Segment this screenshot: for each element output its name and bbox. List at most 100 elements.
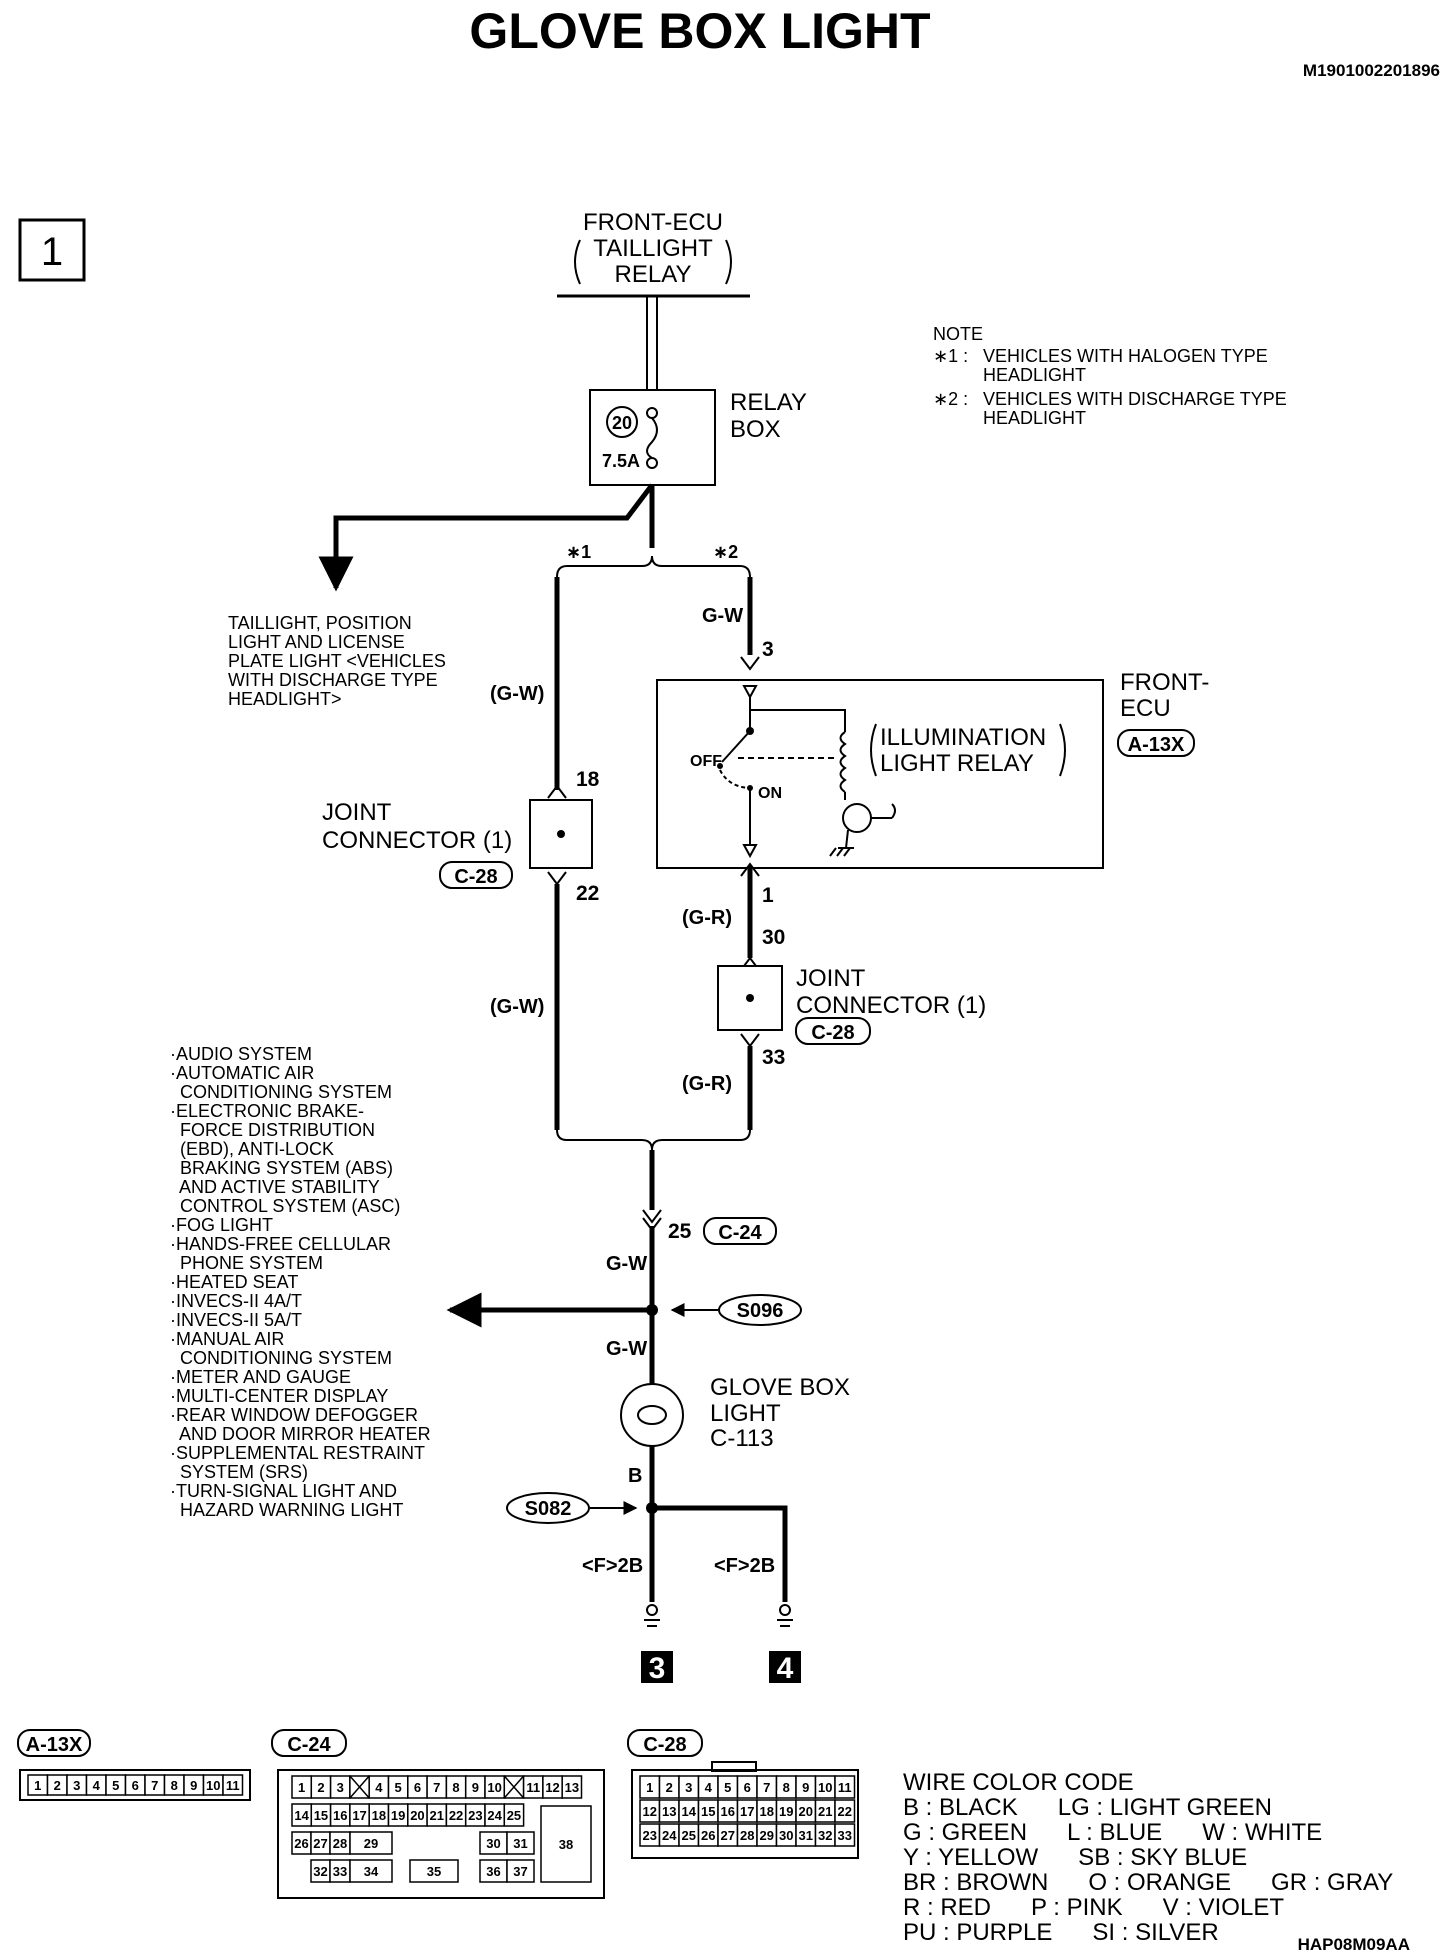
connector-pin-label: 21 — [430, 1808, 444, 1823]
connector-pin-label: 3 — [73, 1778, 80, 1793]
pin-18: 18 — [576, 768, 600, 791]
connector-cell — [540, 1805, 592, 1883]
pin-3: 3 — [762, 638, 774, 661]
color-code-row: G : GREEN L : BLUE W : WHITE — [903, 1819, 1322, 1846]
relay-label-1: ILLUMINATION — [880, 724, 1046, 751]
a13x-label: A-13X — [26, 1734, 83, 1756]
connector-pin-label: 1 — [34, 1778, 41, 1793]
front-ecu-label-2: ECU — [1120, 695, 1171, 722]
glove-light-label-2: LIGHT — [710, 1400, 781, 1427]
ecu-output-terminal — [742, 844, 758, 859]
relay-left-paren — [870, 723, 877, 777]
joint-left-label-2: CONNECTOR (1) — [322, 827, 512, 854]
system-list-item: CONTROL SYSTEM (ASC) — [170, 1196, 400, 1216]
system-list-item: BRAKING SYSTEM (ABS) — [170, 1158, 393, 1178]
connector-pin-label: 28 — [333, 1836, 347, 1851]
connector-pin-label: 14 — [294, 1808, 309, 1823]
connector-pin-label: 8 — [452, 1780, 459, 1795]
wire-color-gr-1: (G-R) — [682, 907, 732, 929]
pin-1: 1 — [762, 884, 774, 907]
relay-right-paren — [1059, 723, 1066, 777]
switch-blade — [721, 730, 751, 763]
front-ecu-code-box — [1117, 729, 1195, 757]
transistor-ground-wire — [845, 829, 849, 849]
connector-cell — [349, 1859, 393, 1883]
page-title: GLOVE BOX LIGHT — [469, 3, 930, 59]
connector-pin-label: 12 — [545, 1780, 559, 1795]
connector-pin-label: 23 — [643, 1828, 657, 1843]
connector-pin-label: 5 — [112, 1778, 119, 1793]
c24-label: C-24 — [287, 1734, 331, 1756]
connector-pin-label: 11 — [526, 1780, 540, 1795]
connector-pin-label: 31 — [513, 1836, 527, 1851]
transistor-base-tail — [891, 803, 896, 819]
connector-pin-label: 12 — [643, 1804, 657, 1819]
connector-cell — [834, 1823, 856, 1847]
branch-mark-1: ∗1 — [566, 542, 591, 562]
glove-light-label-3: C-113 — [710, 1425, 774, 1452]
wire-color-f2b-left: <F>2B — [582, 1555, 643, 1577]
a13x-label-box — [17, 1729, 91, 1757]
splice-s096-label: S096 — [737, 1300, 784, 1322]
note-1-mark: ∗1 : — [933, 346, 968, 366]
connector-pin-label: 20 — [410, 1808, 424, 1823]
connector-pin-label: 7 — [433, 1780, 440, 1795]
connector-pin-label: 15 — [314, 1808, 328, 1823]
switch-on-arc — [719, 769, 749, 789]
wire-color-gw-right: G-W — [702, 605, 743, 627]
connector-pin-label: 13 — [565, 1780, 579, 1795]
connector-pin-label: 7 — [763, 1780, 770, 1795]
system-list-item: ·FOG LIGHT — [170, 1215, 273, 1235]
wire-color-f2b-right: <F>2B — [714, 1555, 775, 1577]
c24-housing — [277, 1769, 605, 1899]
system-list-item: ·METER AND GAUGE — [170, 1367, 351, 1387]
source-line2: TAILLIGHT — [593, 235, 713, 262]
system-list-item: ·AUTOMATIC AIR — [170, 1063, 314, 1083]
connector-pin-label: 35 — [427, 1864, 441, 1879]
system-list-item: FORCE DISTRIBUTION — [170, 1120, 375, 1140]
pin-3-marker — [740, 656, 760, 671]
joint-right-code: C-28 — [811, 1022, 854, 1044]
system-list-item: ·REAR WINDOW DEFOGGER — [170, 1405, 418, 1425]
connector-cell-blank — [503, 1775, 525, 1799]
color-code-row: R : RED P : PINK V : VIOLET — [903, 1894, 1284, 1921]
joint-right-label-2: CONNECTOR (1) — [796, 992, 986, 1019]
taillight-branch-wire — [318, 483, 654, 592]
ecu-coil-feed — [750, 709, 846, 732]
connector-pin-label: 16 — [333, 1808, 347, 1823]
connector-cell — [834, 1775, 856, 1799]
joint-right-node — [746, 994, 754, 1002]
connector-pin-label: 27 — [313, 1836, 327, 1851]
figure-code: HAP08M09AA — [1298, 1935, 1410, 1954]
connector-pin-label: 13 — [662, 1804, 676, 1819]
connector-pin-label: 3 — [337, 1780, 344, 1795]
connector-pin-label: 26 — [294, 1836, 308, 1851]
fuse-terminal-bottom — [646, 457, 658, 469]
system-list-item: ·HANDS-FREE CELLULAR — [170, 1234, 391, 1254]
system-list-item: AND DOOR MIRROR HEATER — [170, 1424, 431, 1444]
c24-code-box — [703, 1217, 777, 1245]
connector-pin-label: 17 — [740, 1804, 754, 1819]
system-list-item: ·HEATED SEAT — [170, 1272, 298, 1292]
connector-pin-label: 2 — [317, 1780, 324, 1795]
glove-box-lamp-icon — [620, 1383, 684, 1447]
ground-ref-4-box — [769, 1651, 801, 1683]
c28-label-box — [627, 1729, 703, 1757]
front-ecu-label-1: FRONT- — [1120, 669, 1209, 696]
document-code: M1901002201896 — [1303, 61, 1440, 80]
system-list-item: ·SUPPLEMENTAL RESTRAINT — [170, 1443, 425, 1463]
connector-pin-label: 8 — [171, 1778, 178, 1793]
connector-pin-label: 3 — [685, 1780, 692, 1795]
pin-22-marker — [547, 871, 567, 886]
pin-33: 33 — [762, 1046, 785, 1069]
c24-label-box — [271, 1729, 347, 1757]
note-2-line1: VEHICLES WITH DISCHARGE TYPE — [983, 389, 1287, 409]
system-list-item: AND ACTIVE STABILITY — [170, 1177, 380, 1197]
connector-pin-label: 18 — [372, 1808, 386, 1823]
source-label: FRONT-ECU TAILLIGHT RELAY — [574, 209, 732, 288]
connector-pin-label: 10 — [206, 1778, 220, 1793]
relay-box — [589, 389, 716, 486]
ground-terminal-left — [646, 1604, 658, 1616]
